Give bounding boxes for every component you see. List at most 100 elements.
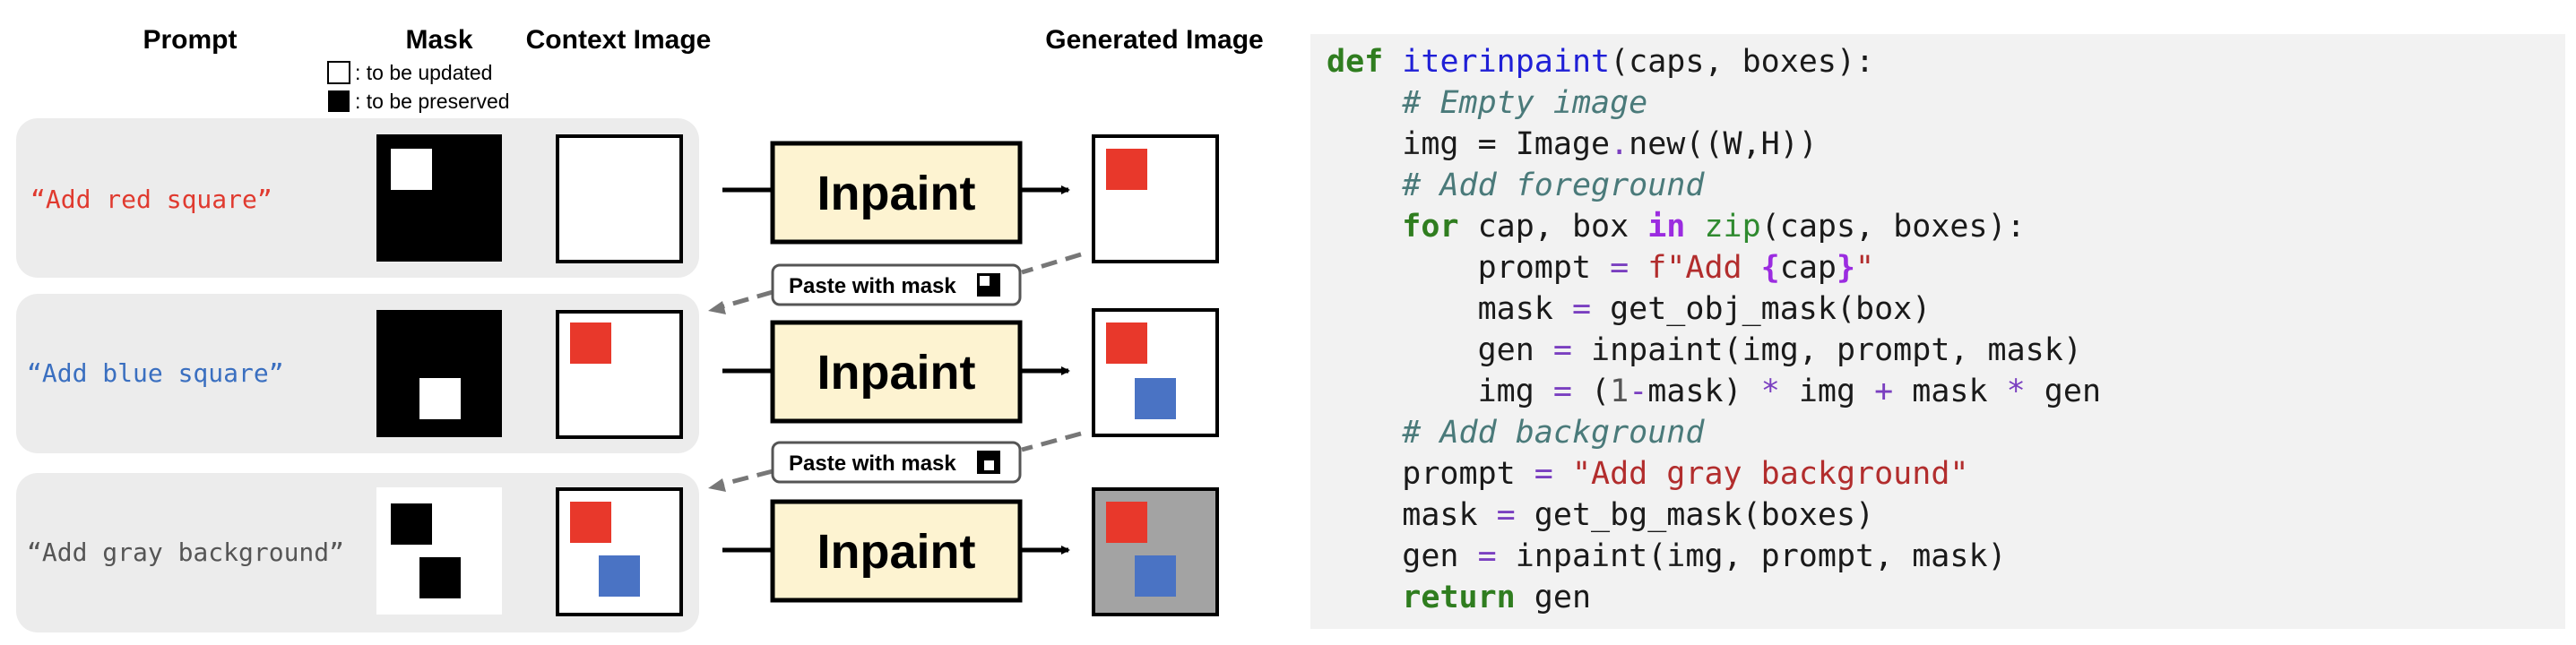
legend-black-square-icon <box>328 90 350 112</box>
legend-updated-label: : to be updated <box>355 61 492 84</box>
code-line: img = Image.new((W,H)) <box>1327 124 2565 165</box>
mask-row-2 <box>376 310 502 437</box>
code-token: gen <box>1515 580 1592 615</box>
code-token: + <box>1874 374 1894 409</box>
code-line: mask = get_obj_mask(box) <box>1327 288 2565 330</box>
context-image-row-3 <box>556 487 683 616</box>
code-token: img <box>1327 374 1553 409</box>
code-token <box>1685 209 1704 245</box>
inpaint-label: Inpaint <box>817 346 976 400</box>
code-line: gen = inpaint(img, prompt, mask) <box>1327 330 2565 371</box>
red-square <box>1106 502 1147 543</box>
paste-arrowhead-icon <box>708 478 726 492</box>
code-token: for <box>1402 209 1459 245</box>
mask-block <box>391 503 432 545</box>
paste-dashed-line <box>716 289 774 311</box>
code-token: cap, box <box>1458 209 1648 245</box>
mask-row-1 <box>376 134 502 262</box>
blue-square <box>1135 555 1176 597</box>
code-token: cap <box>1779 250 1837 286</box>
code-token <box>1629 250 1647 286</box>
code-token <box>1327 580 1402 615</box>
code-token: (caps, boxes): <box>1610 44 1875 80</box>
header-prompt: Prompt <box>143 25 238 55</box>
prompt-blue-square: “Add blue square” <box>27 358 284 388</box>
code-token: " <box>1855 250 1875 286</box>
paste-dashed-line <box>716 469 774 488</box>
context-image-row-2 <box>556 310 683 439</box>
code-token: prompt <box>1327 250 1611 286</box>
code-token: # Empty image <box>1402 85 1648 121</box>
inpaint-box-row-1: Inpaint <box>770 141 1023 245</box>
inpaint-box-row-3: Inpaint <box>770 499 1023 603</box>
row-2-panel <box>16 294 699 453</box>
paste-dashed-line <box>1021 431 1082 452</box>
code-token: (caps, boxes): <box>1760 209 2026 245</box>
code-line: prompt = "Add gray background" <box>1327 453 2565 494</box>
code-token: = <box>1534 456 1553 492</box>
code-token: mask <box>1327 291 1572 327</box>
paste-with-mask-label: Paste with mask <box>789 274 956 298</box>
legend-white-square-icon <box>327 61 350 84</box>
code-token: . <box>1610 126 1629 162</box>
code-line: # Add background <box>1327 412 2565 453</box>
code-line: return gen <box>1327 577 2565 618</box>
mask-block <box>419 557 461 598</box>
code-token <box>1553 456 1572 492</box>
code-token: zip <box>1704 209 1761 245</box>
code-token: ( <box>1571 374 1611 409</box>
code-token: "Add gray background" <box>1571 456 1969 492</box>
code-token: * <box>1760 374 1780 409</box>
paste-with-mask-box-2: Paste with mask <box>771 441 1022 484</box>
code-panel: def iterinpaint(caps, boxes): # Empty im… <box>1310 34 2565 629</box>
code-token: gen <box>2025 374 2102 409</box>
prompt-red-square: “Add red square” <box>30 185 272 214</box>
red-square <box>1106 149 1147 190</box>
code-token <box>1327 85 1402 121</box>
legend-preserved-label: : to be preserved <box>355 90 510 113</box>
code-token: img = Image <box>1327 126 1611 162</box>
code-token: # Add foreground <box>1402 168 1705 203</box>
code-token: = <box>1477 538 1497 574</box>
red-square <box>570 322 611 364</box>
code-token: } <box>1836 250 1856 286</box>
blue-square <box>599 555 640 597</box>
code-line: prompt = f"Add {cap}" <box>1327 247 2565 288</box>
row-1-panel <box>16 118 699 278</box>
paste-with-mask-label: Paste with mask <box>789 452 956 476</box>
header-generated-image: Generated Image <box>1045 25 1263 55</box>
mask-hole <box>391 149 432 190</box>
paste-with-mask-box-1: Paste with mask <box>771 263 1022 306</box>
code-token <box>1383 44 1402 80</box>
code-token: gen <box>1327 538 1478 574</box>
generated-image-row-3 <box>1092 487 1219 616</box>
code-token: 1 <box>1610 374 1629 409</box>
paste-mask-hole <box>980 276 990 286</box>
context-image-row-1 <box>556 134 683 263</box>
code-token: img <box>1779 374 1875 409</box>
generated-image-row-2 <box>1092 308 1219 437</box>
code-token: = <box>1610 250 1629 286</box>
code-token <box>1327 415 1402 451</box>
code-line: mask = get_bg_mask(boxes) <box>1327 494 2565 536</box>
code-token <box>1327 209 1402 245</box>
code-token: prompt <box>1327 456 1534 492</box>
red-square <box>1106 322 1147 364</box>
inpaint-box-row-2: Inpaint <box>770 320 1023 424</box>
code-token: = <box>1496 497 1516 533</box>
code-token: - <box>1629 374 1648 409</box>
code-token: def <box>1327 44 1384 80</box>
code-token <box>1327 168 1402 203</box>
code-token: new((W,H)) <box>1629 126 1818 162</box>
code-line: def iterinpaint(caps, boxes): <box>1327 41 2565 82</box>
code-token: iterinpaint <box>1402 44 1611 80</box>
code-token: mask) <box>1647 374 1761 409</box>
code-token: = <box>1552 374 1572 409</box>
header-mask: Mask <box>405 25 472 55</box>
paste-dashed-line <box>1021 252 1082 275</box>
code-token: inpaint(img, prompt, mask) <box>1571 332 2082 368</box>
mask-row-3 <box>376 487 502 615</box>
code-token: = <box>1552 332 1572 368</box>
paste-mask-hole <box>984 460 994 470</box>
